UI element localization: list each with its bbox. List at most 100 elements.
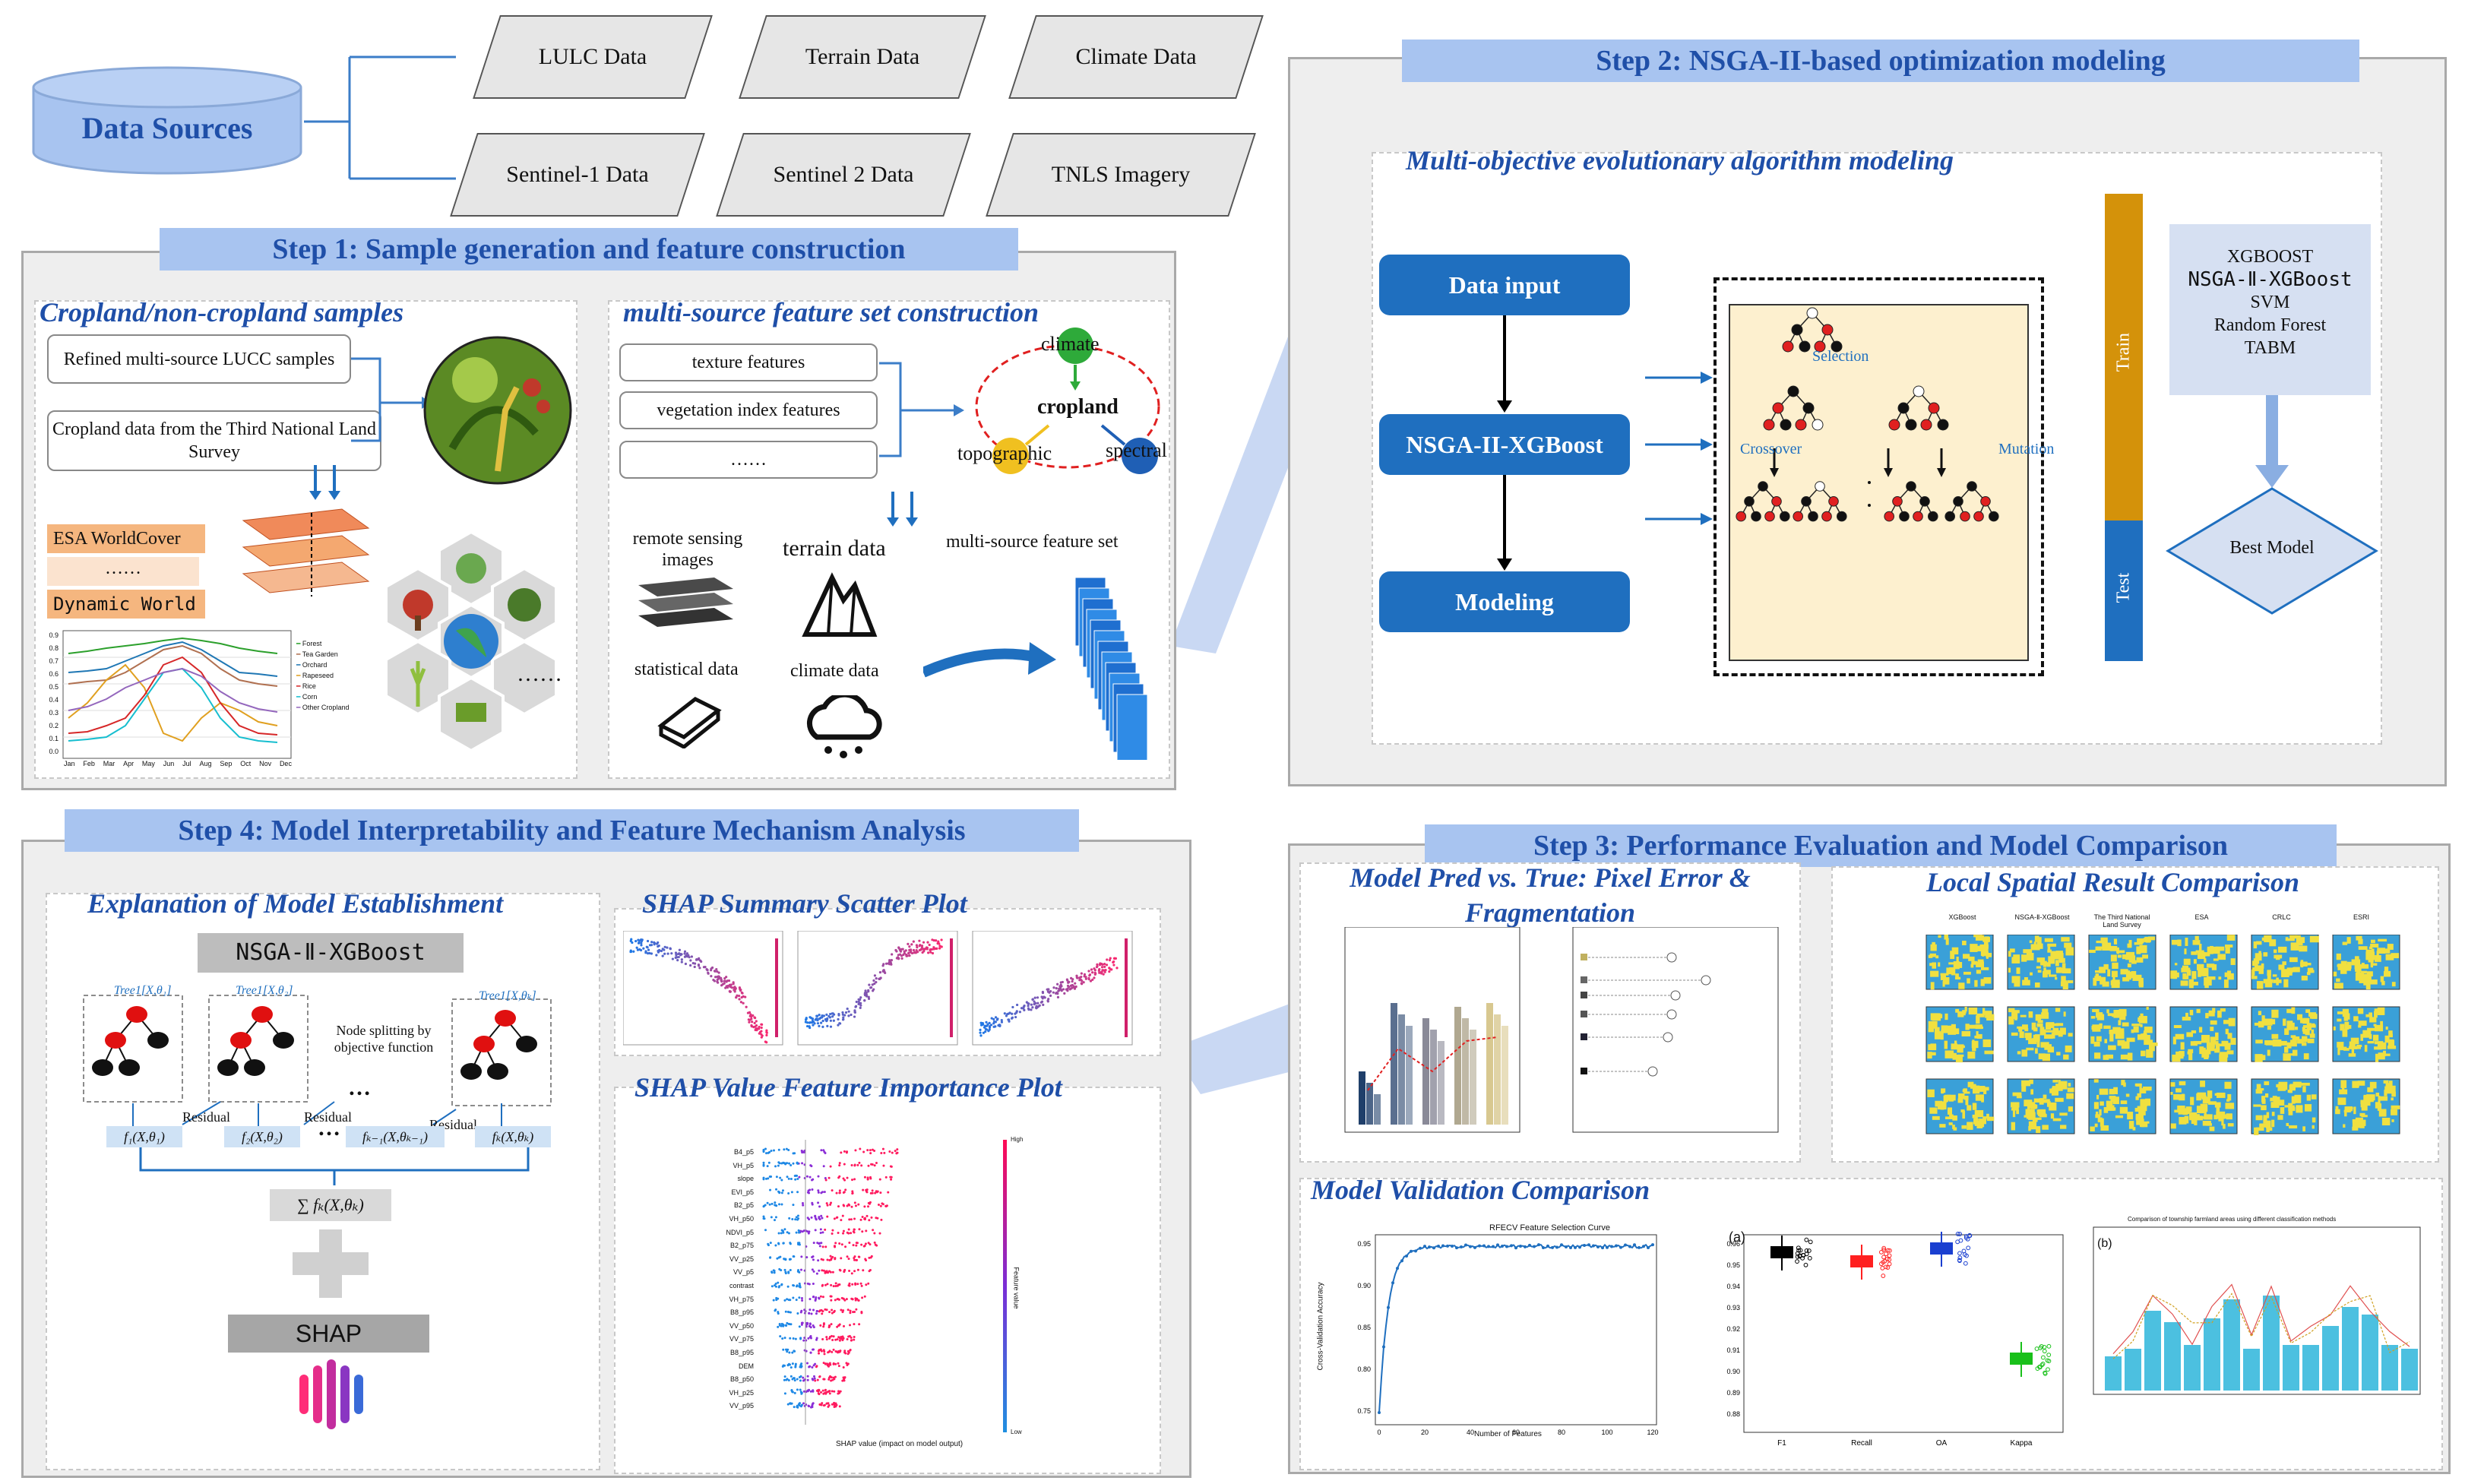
box-point [1887, 1253, 1892, 1258]
map-patch [1986, 1113, 1989, 1119]
lollipop-end [1701, 975, 1711, 986]
map-patch [2090, 1126, 2095, 1131]
map-patch [2278, 1040, 2287, 1046]
scatter-point [1023, 1004, 1026, 1008]
map-patch [1961, 1125, 1967, 1129]
beeswarm-point [818, 1269, 821, 1272]
scatter-point [1007, 1018, 1010, 1021]
township-bar [2362, 1315, 2378, 1391]
map-patch [2125, 1093, 2130, 1097]
scatter-point [982, 1031, 985, 1034]
beeswarm-point [780, 1191, 783, 1194]
ga-tree-edges [1888, 486, 1934, 517]
map-patch [2186, 970, 2191, 976]
scatter-point [1055, 987, 1058, 990]
box-point [1881, 1260, 1886, 1265]
scatter-point [920, 945, 924, 948]
map-patch [2378, 1096, 2381, 1103]
map-patch [2278, 964, 2285, 970]
beeswarm-point [799, 1379, 802, 1382]
beeswarm-point [851, 1191, 854, 1194]
beeswarm-point [800, 1362, 803, 1365]
beeswarm-point [858, 1228, 861, 1231]
ga-node [1937, 419, 1949, 431]
map-patch [2283, 1053, 2291, 1062]
map-patch [2174, 963, 2178, 966]
remote-sensing-label: remote sensing images [632, 529, 743, 570]
map-patch [2210, 1036, 2217, 1045]
map-patch [1982, 1039, 1992, 1048]
map-patch [2391, 1097, 2394, 1101]
map-patch [2365, 1014, 2373, 1017]
beeswarm-point [822, 1362, 825, 1365]
map-patch [2040, 1042, 2049, 1048]
beeswarm-point [802, 1402, 805, 1405]
map-patch [2368, 1096, 2374, 1103]
scatter-point [760, 1026, 763, 1030]
beeswarm-point [793, 1391, 796, 1394]
beeswarm-point [779, 1176, 782, 1179]
scatter-point [831, 1015, 834, 1018]
scatter-point [847, 1010, 850, 1013]
map-patch [2026, 1047, 2034, 1051]
map-patch [2198, 1027, 2203, 1033]
pred-bar [1422, 1018, 1429, 1125]
more-features-box: …… [619, 441, 878, 479]
map-patch [2047, 1046, 2055, 1053]
map-patch [2108, 1045, 2116, 1050]
scatter-point [765, 1029, 768, 1032]
ga-dot [1868, 481, 1871, 484]
beeswarm-point [775, 1188, 778, 1191]
scatter-point [666, 952, 669, 955]
beeswarm-point [823, 1353, 826, 1356]
beeswarm-point [822, 1325, 825, 1328]
box-ytick: 0.89 [1726, 1389, 1740, 1397]
map-patch [1985, 1011, 1992, 1018]
scatter-point [1052, 986, 1055, 989]
scatter-point [1109, 968, 1112, 971]
map-patch [2216, 1104, 2220, 1112]
beeswarm-point [786, 1285, 789, 1288]
beeswarm-point [854, 1299, 857, 1302]
shap-feature-label: B8_p50 [729, 1375, 754, 1384]
beeswarm-point [792, 1337, 795, 1340]
map-patch [2365, 981, 2371, 990]
map-patch [2198, 1116, 2205, 1119]
beeswarm-point [821, 1245, 824, 1248]
beeswarm-point [801, 1299, 804, 1302]
map-patch [2204, 1052, 2209, 1060]
plus-icon [293, 1229, 369, 1298]
pred-bar [1438, 1041, 1445, 1125]
map-patch [2128, 955, 2136, 963]
map-patch [2179, 1116, 2187, 1125]
map-patch [2343, 1124, 2346, 1128]
map-patch [2369, 1081, 2377, 1089]
beeswarm-point [806, 1191, 809, 1194]
map-patch [2337, 1011, 2345, 1014]
scatter-point [1005, 1014, 1008, 1017]
beeswarm-point [822, 1404, 825, 1407]
scatter-point [1056, 982, 1059, 986]
ga-node [1828, 495, 1839, 507]
scatter-point [663, 945, 666, 948]
scatter-point [1018, 1011, 1021, 1014]
beeswarm-point [827, 1351, 830, 1354]
local-maps-grid [1925, 935, 2400, 1136]
lollipop-start [1581, 976, 1587, 983]
beeswarm-point [808, 1230, 811, 1233]
scatter-point [641, 938, 644, 941]
scatter-point [932, 948, 935, 951]
map-patch [2278, 1081, 2288, 1090]
scatter-point [903, 952, 906, 955]
map-patch [2111, 970, 2118, 977]
pred-bar [1391, 1003, 1397, 1125]
beeswarm-point [852, 1244, 855, 1247]
beeswarm-point [861, 1215, 864, 1218]
beeswarm-point [791, 1391, 794, 1394]
beeswarm-point [794, 1178, 797, 1181]
beeswarm-point [769, 1242, 772, 1245]
beeswarm-point [830, 1283, 833, 1286]
beeswarm-point [883, 1151, 886, 1154]
map-patch [1932, 962, 1937, 969]
